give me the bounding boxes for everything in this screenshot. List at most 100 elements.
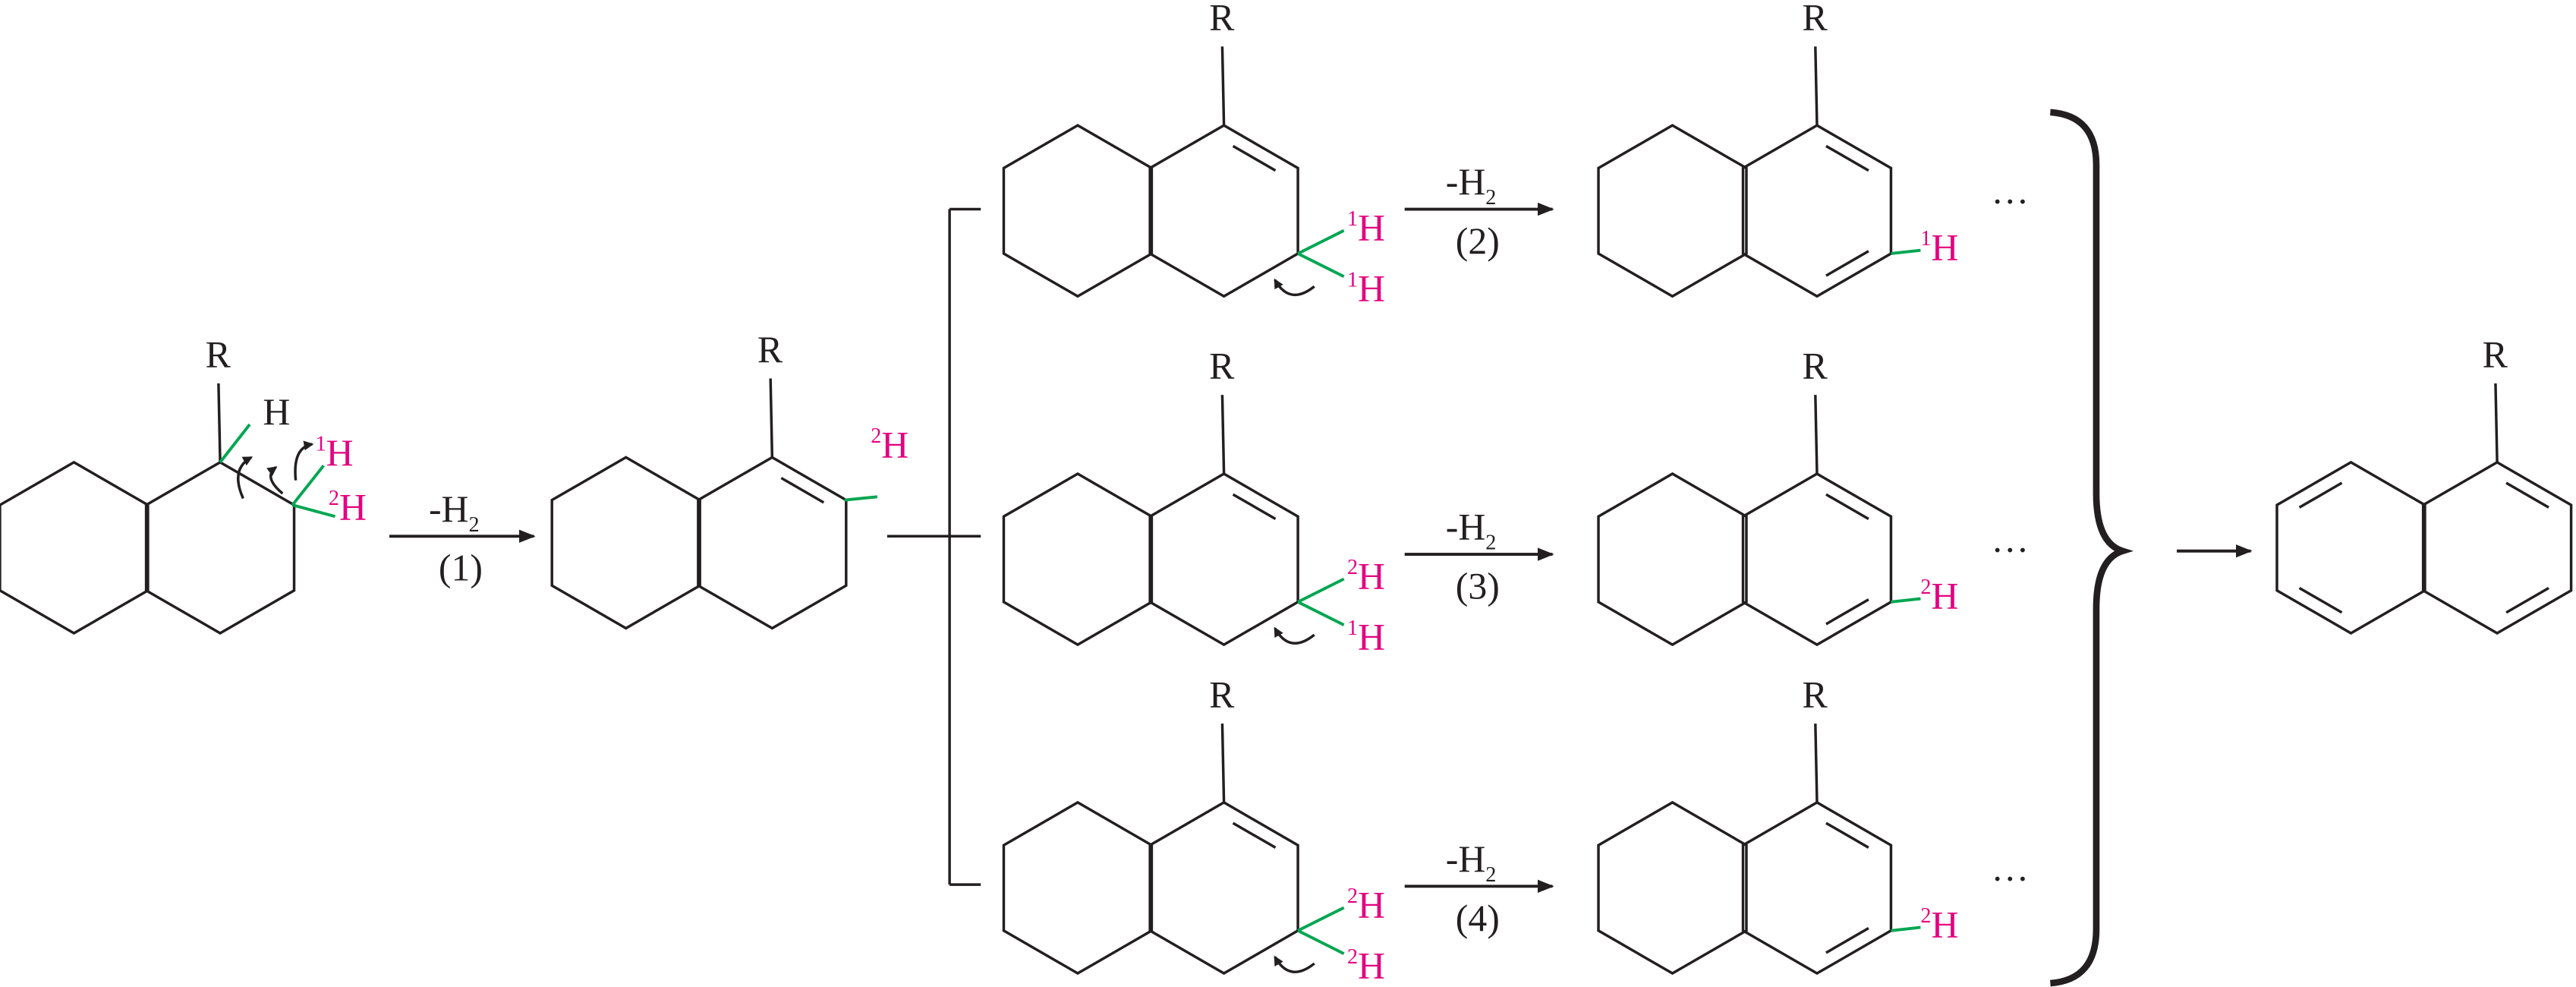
- substituent-label: R: [206, 333, 231, 375]
- curly-arrow-icon: [1274, 626, 1315, 645]
- ring-bond: [1597, 472, 1748, 647]
- substituent-bond: [217, 383, 222, 462]
- h-bond: [1891, 248, 1921, 255]
- h-bond: [1297, 601, 1345, 626]
- diene-intermediate-2: R 1H 1H: [1002, 0, 1385, 310]
- ring-bond: [550, 456, 701, 630]
- continuation-ellipsis: ···: [1991, 181, 2029, 222]
- curly-arrow-icon: [266, 465, 284, 495]
- h-bond: [1297, 929, 1345, 955]
- h-bond: [1297, 229, 1345, 255]
- curly-arrow-icon: [294, 440, 314, 481]
- ring-bond: [2275, 460, 2426, 635]
- substituent-label: R: [2483, 333, 2508, 375]
- hydrogen-label-upper: 1H: [1347, 207, 1385, 249]
- branch-bracket: [886, 207, 981, 886]
- ring-bond: [1148, 800, 1299, 976]
- hydrogen-label: H: [263, 391, 290, 433]
- ring-bond: [1148, 124, 1299, 298]
- continuation-ellipsis: ···: [1991, 858, 2029, 900]
- intermediate-alkene: R2H: [550, 329, 909, 630]
- substituent-label: R: [1803, 0, 1828, 39]
- ring-bond: [1597, 800, 1748, 976]
- ring-bond: [1148, 472, 1299, 647]
- substituent-label: R: [1803, 673, 1828, 715]
- ring-bond: [1741, 800, 1893, 976]
- hydrogen-2-label: 2H: [329, 487, 367, 528]
- ring-bond: [0, 460, 150, 635]
- hydrogen-label-lower: 1H: [1347, 268, 1385, 310]
- hydrogen-1-label: 1H: [316, 432, 354, 474]
- ring-bond: [697, 456, 848, 630]
- double-bond: [2298, 587, 2343, 614]
- product-intermediate-2: R 1H ···: [1597, 0, 2029, 298]
- substituent-label: R: [1803, 345, 1828, 386]
- h-bond: [291, 503, 336, 519]
- double-bond: [1825, 821, 1869, 849]
- h-bond: [219, 423, 251, 464]
- double-bond: [1825, 493, 1869, 521]
- substituent-bond: [1814, 46, 1819, 126]
- h-bond: [1891, 597, 1921, 604]
- double-bond: [1825, 250, 1869, 277]
- h-bond: [844, 495, 878, 502]
- substituent-label: R: [757, 329, 783, 371]
- ring-bond: [2421, 460, 2573, 635]
- substituent-bond: [1220, 395, 1226, 475]
- hydrogen-label-upper: 2H: [1347, 556, 1385, 598]
- hydrogen-label: 2H: [1920, 903, 1958, 945]
- step-label: (1): [439, 547, 483, 589]
- naphthalene-product: R: [2275, 333, 2573, 635]
- h-bond: [1891, 926, 1921, 932]
- curly-arrow-icon: [1274, 278, 1315, 297]
- double-bond: [1825, 927, 1869, 954]
- step-label: (4): [1456, 897, 1500, 939]
- ring-bond: [1002, 124, 1154, 298]
- double-bond: [2298, 481, 2343, 509]
- double-bond: [2505, 481, 2549, 509]
- double-bond: [1232, 821, 1277, 849]
- h-bond: [1297, 906, 1345, 932]
- curly-arrow-icon: [237, 456, 254, 500]
- step-label: (3): [1456, 566, 1500, 607]
- h-bond: [1297, 577, 1345, 604]
- hydrogen-label-lower: 1H: [1347, 616, 1385, 658]
- substituent-bond: [2494, 383, 2499, 462]
- ring-bond: [1741, 472, 1893, 647]
- reagent-label: -H2: [429, 488, 480, 537]
- hydrogen-label: 2H: [1920, 575, 1958, 617]
- double-bond: [1232, 144, 1277, 172]
- reagent-label: -H2: [1446, 506, 1497, 555]
- substituent-bond: [1814, 395, 1819, 475]
- ring-bond: [144, 460, 296, 635]
- double-bond: [1825, 144, 1869, 172]
- right-brace: [2049, 109, 2134, 987]
- h-bond: [1297, 252, 1345, 279]
- substituent-label: R: [1209, 345, 1235, 386]
- reagent-label: -H2: [1446, 161, 1497, 210]
- step-label: (2): [1456, 220, 1500, 262]
- double-bond: [1232, 493, 1277, 521]
- hydrogen-label: 1H: [1920, 227, 1958, 269]
- reactant-molecule: RH 1H 2H: [0, 333, 367, 635]
- ring-bond: [1002, 800, 1154, 976]
- substituent-bond: [1220, 723, 1226, 803]
- double-bond: [780, 477, 825, 504]
- hydrogen-label-upper: 2H: [1347, 884, 1385, 926]
- curly-arrow-icon: [1274, 955, 1315, 973]
- double-bond: [2505, 587, 2549, 614]
- h-bond: [291, 464, 325, 506]
- ring-bond: [1741, 124, 1893, 298]
- substituent-bond: [1814, 723, 1819, 803]
- double-bond: [1825, 598, 1869, 626]
- hydrogen-label-lower: 2H: [1347, 945, 1385, 987]
- continuation-ellipsis: ···: [1991, 529, 2029, 571]
- reagent-label: -H2: [1446, 838, 1497, 887]
- ring-bond: [1597, 124, 1748, 298]
- product-intermediate-3: R 2H ···: [1597, 345, 2029, 647]
- diene-intermediate-3: R 2H 1H: [1002, 345, 1385, 658]
- substituent-bond: [769, 378, 774, 458]
- substituent-label: R: [1209, 0, 1235, 39]
